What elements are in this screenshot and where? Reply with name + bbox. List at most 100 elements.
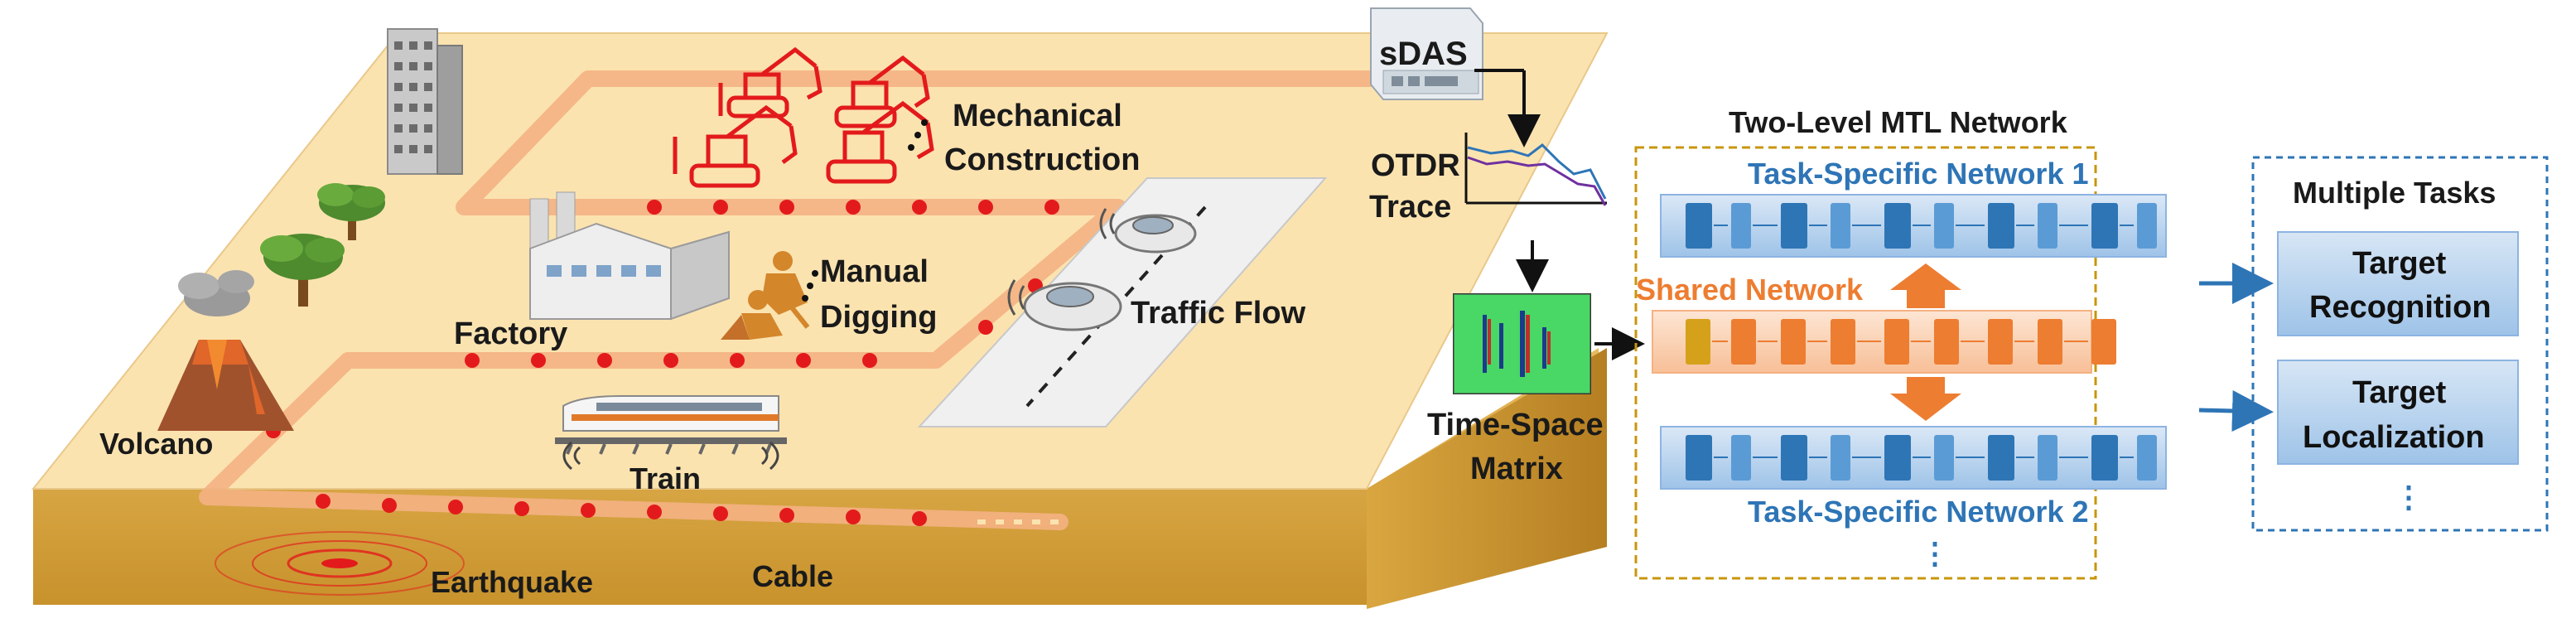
network-layer-block [1781,203,1807,249]
train-label: Train [630,461,701,495]
network-layer-block [1831,203,1850,249]
building-icon [387,28,463,175]
network-layer-block [1781,435,1807,481]
ellipsis-dots [908,119,928,151]
time-space-label: Time-Space [1427,408,1604,442]
network-layer-block [2137,435,2157,481]
sdas-device-icon [1370,7,1483,100]
cable-sensing-point [647,200,662,215]
network-layer-block [2137,203,2157,249]
cable-sensing-points [266,200,1059,526]
cable-label: Cable [752,559,833,593]
cable-sensing-point [448,500,463,514]
target-localization-line1: Target [2352,375,2447,410]
cable-sensing-point [978,200,993,215]
time-space-matrix-image [1453,293,1645,394]
target-recognition-line2: Recognition [2309,290,2492,325]
factory-label: Factory [454,316,567,351]
network-layer-block [1884,435,1911,481]
tree-icon [260,234,345,307]
ellipsis-dots [802,270,818,302]
network-layers [1686,203,2157,481]
task-specific-network-2-label: Task-Specific Network 2 [1748,495,2089,529]
cable-sensing-point [465,353,480,368]
cable-sensing-point [978,320,993,335]
cable-sensing-point [846,200,861,215]
cable-sensing-point [514,501,529,516]
network-layer-block [2091,203,2118,249]
network-layer-block [1686,319,1710,365]
task2-to-localization-arrow [2198,390,2274,432]
volcano-label: Volcano [99,427,213,461]
network-layer-block [1686,435,1712,481]
network-layer-block [1884,319,1909,365]
network-layer-block [2091,319,2116,365]
network-layer-block [1934,319,1959,365]
network-layer-block [2038,435,2057,481]
multiple-tasks-title: Multiple Tasks [2293,176,2496,210]
excavator-icon [673,104,798,188]
cable-sensing-point [912,200,927,215]
network-layer-block [1988,435,2014,481]
cable-sensing-point [1044,200,1059,215]
more-networks-ellipsis: ⋮ [1920,536,1950,570]
network-layer-block [1731,319,1756,365]
target-localization-box [2277,360,2519,465]
network-layer-block [1934,435,1954,481]
cable-sensing-point [713,200,728,215]
cable-sensing-point [912,511,927,526]
fiber-cable [199,70,1416,530]
cable-sensing-point [597,353,612,368]
car-icon [1099,208,1197,254]
network-layer-block [1884,203,1911,249]
network-layer-block [2038,319,2062,365]
excavator-icon [826,100,934,184]
network-layer-block [1781,319,1806,365]
cable-sensing-point [581,503,596,518]
cable-sensing-point [531,353,546,368]
network-layer-block [1988,319,2013,365]
cable-sensing-point [730,353,745,368]
network-layer-block [2038,203,2057,249]
shared-to-task1-arrow [1890,263,1961,308]
network-layer-block [1731,203,1751,249]
cable-sensing-point [862,353,877,368]
manual-label: Manual [820,254,929,289]
cable-sensing-point [779,200,794,215]
network-layer-block [1934,203,1954,249]
mtl-network-title: Two-Level MTL Network [1729,105,2068,139]
target-localization-line2: Localization [2303,420,2485,455]
target-recognition-box [2277,231,2519,336]
task-specific-network-1-label: Task-Specific Network 1 [1748,157,2089,191]
factory-icon [529,191,730,321]
tree-icon [317,183,385,240]
construction-label: Construction [944,143,1140,177]
network-layer-block [1988,203,2014,249]
excavator-icon [834,55,930,128]
multiple-tasks-panel [2251,156,2549,532]
cable-sensing-point [796,353,811,368]
sdas-label: sDAS [1379,36,1468,72]
cable-sensing-point [713,506,728,521]
more-tasks-ellipsis: ⋮ [2394,480,2424,514]
network-layer-block [2091,435,2118,481]
network-layer-block [1831,319,1855,365]
volcano-icon [157,270,294,431]
earthquake-label: Earthquake [431,565,593,599]
otdr-trace-plot [1464,69,1607,292]
train-icon [555,395,787,471]
cable-sensing-point [663,353,678,368]
traffic-flow-label: Traffic Flow [1131,296,1306,331]
car-icon [1007,279,1122,331]
network-layer-block [1831,435,1850,481]
trace-label: Trace [1369,190,1451,225]
mechanical-label: Mechanical [953,99,1122,133]
matrix-label: Matrix [1470,452,1563,486]
cable-sensing-point [647,505,662,519]
digging-label: Digging [820,300,937,335]
shared-network-label: Shared Network [1636,273,1864,307]
earthquake-icon [215,531,465,596]
cable-sensing-point [382,498,397,513]
cable-sensing-point [316,494,330,509]
